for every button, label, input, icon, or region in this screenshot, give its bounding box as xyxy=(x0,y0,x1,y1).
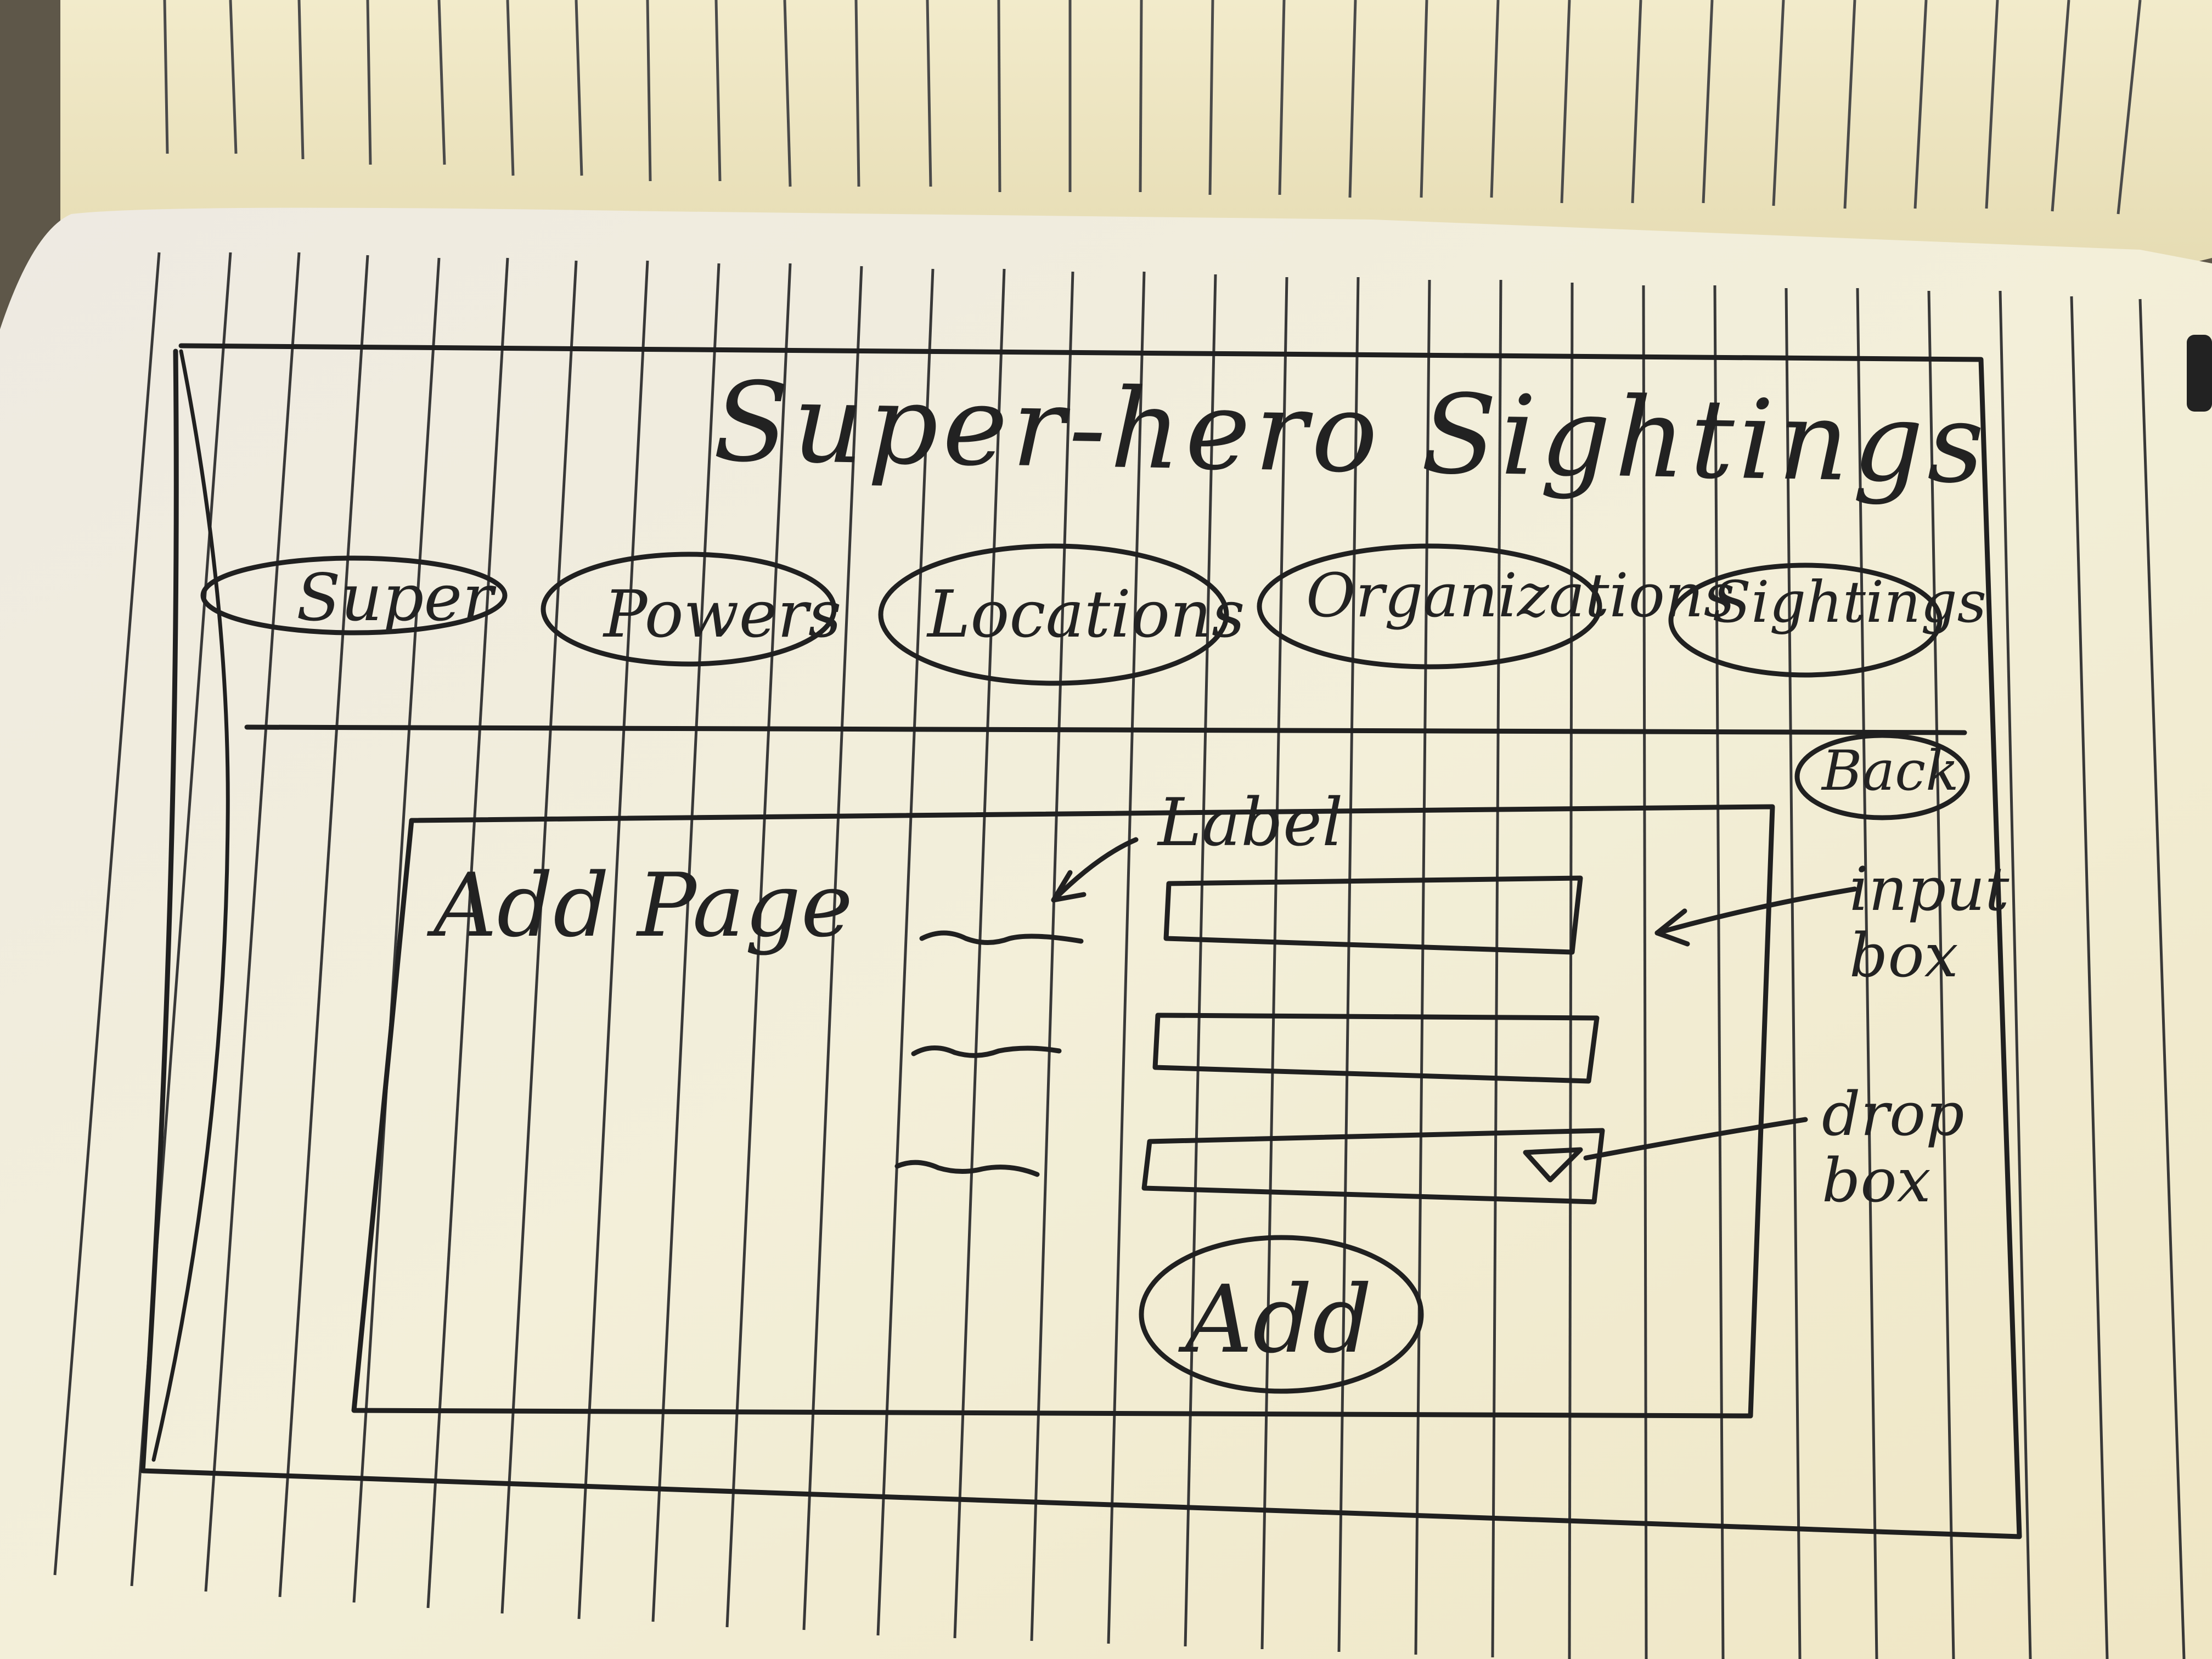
label-arrow-line xyxy=(1051,837,1139,903)
back-button[interactable] xyxy=(1794,733,1973,820)
dropdown-triangle xyxy=(1523,1147,1583,1183)
outer-frame-left-stroke xyxy=(151,349,230,1462)
back-page-ruling xyxy=(163,0,2142,215)
nav-ellipse-super xyxy=(200,555,508,636)
nav-ellipse-organizations xyxy=(1257,543,1602,670)
drop-arrow-line xyxy=(1583,1117,1808,1161)
pen-clip xyxy=(2187,335,2212,412)
nav-button-locations[interactable] xyxy=(878,549,1229,686)
nav-button-sightings[interactable] xyxy=(1671,565,1940,675)
label-squiggle-3 xyxy=(894,1160,1040,1177)
nav-ellipse-powers xyxy=(541,552,837,667)
nav-button-organizations[interactable] xyxy=(1257,543,1602,664)
label-squiggle-1 xyxy=(919,930,1084,945)
nav-label-sightings: Sightings xyxy=(1712,569,1987,636)
input-field-1[interactable] xyxy=(1163,878,1580,955)
nav-button-super[interactable] xyxy=(203,554,505,637)
dropdown-field[interactable] xyxy=(1141,1125,1602,1196)
add-button[interactable] xyxy=(1141,1235,1427,1394)
label-squiggle-2 xyxy=(911,1045,1062,1058)
annotation-input-box: input box xyxy=(1849,856,2010,989)
back-page xyxy=(60,0,2212,269)
input-box-2 xyxy=(1152,1013,1600,1084)
input-arrow-head xyxy=(1654,908,1690,947)
add-button-label: Add xyxy=(1185,1266,1372,1374)
back-label: Back xyxy=(1822,739,1959,803)
back-ellipse xyxy=(1794,733,1970,820)
nav-ellipse-locations xyxy=(878,543,1229,686)
main-page-ruling xyxy=(53,252,2186,1659)
main-page xyxy=(0,207,2212,1659)
app-title: Super-hero Sightings xyxy=(712,358,1990,509)
nav-ellipse-sightings xyxy=(1668,563,1943,678)
annotation-drop-line-1: drop xyxy=(1822,1079,1965,1149)
nav-label-organizations: Organizations xyxy=(1306,560,1735,631)
nav-label-locations: Locations xyxy=(927,576,1245,652)
page-heading: Add Page xyxy=(434,854,853,957)
dropdown-box xyxy=(1141,1128,1605,1205)
input-box-1 xyxy=(1163,875,1583,955)
input-arrow-line xyxy=(1654,886,1858,936)
annotation-input-line-2: box xyxy=(1849,920,1958,991)
input-field-2[interactable] xyxy=(1152,1010,1597,1081)
sketch-ink xyxy=(140,343,2022,1539)
annotation-input-line-1: input xyxy=(1849,854,2010,924)
annotation-label: Label xyxy=(1158,785,1343,861)
label-arrow-head xyxy=(1051,870,1087,903)
annotation-drop-box: drop box xyxy=(1822,1081,1965,1214)
outer-frame xyxy=(140,343,2022,1539)
nav-button-powers[interactable] xyxy=(541,554,837,664)
form-box xyxy=(351,804,1775,1419)
add-ellipse xyxy=(1139,1235,1424,1394)
header-divider xyxy=(244,724,1967,735)
annotation-drop-line-2: box xyxy=(1822,1145,1931,1216)
nav-label-super: Super xyxy=(296,560,493,636)
nav-label-powers: Powers xyxy=(604,576,842,652)
